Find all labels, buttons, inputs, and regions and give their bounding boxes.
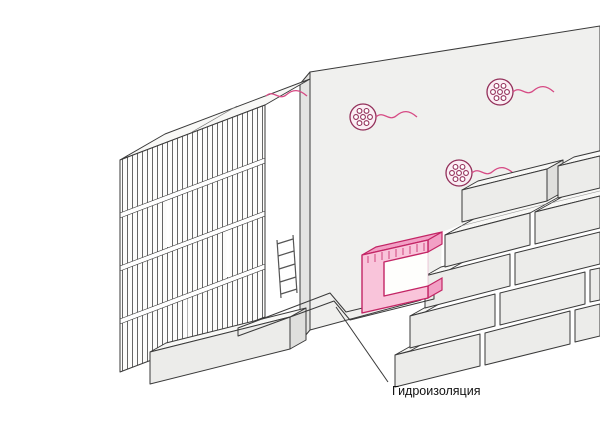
insulation-anchor-icon [486, 78, 514, 106]
waterproofing-label: Гидроизоляция [392, 384, 480, 398]
bracket-profile [361, 239, 429, 314]
ladder-rung [276, 238, 294, 245]
block [514, 231, 600, 286]
block [461, 168, 548, 223]
block [557, 155, 600, 199]
block [149, 316, 291, 385]
block [409, 293, 496, 349]
ladder-rung [277, 250, 295, 257]
wall-connector-ladder [276, 234, 298, 299]
block [574, 303, 600, 343]
block [484, 310, 571, 366]
callout: Гидроизоляция [335, 306, 480, 398]
ladder-rung [280, 288, 298, 295]
foundation-block-wall [149, 150, 600, 391]
leader-line [335, 306, 389, 383]
ladder-rung [278, 263, 296, 270]
block-wall-outline [119, 104, 266, 373]
block [534, 195, 600, 245]
support-bracket [361, 230, 443, 314]
insulation-anchor-icon [445, 159, 473, 187]
top-face-joint [460, 203, 547, 227]
block [394, 333, 481, 388]
block-top-joint [191, 105, 238, 133]
bracket-serrations [367, 243, 425, 263]
hollow-block-wall [119, 78, 311, 373]
waterproofing-membrane [237, 290, 435, 337]
block [444, 212, 531, 268]
top-face-joint [550, 190, 600, 204]
block [589, 267, 600, 303]
insulation-anchor-icon [349, 103, 377, 131]
ladder-rung [279, 276, 297, 283]
block [499, 271, 586, 326]
